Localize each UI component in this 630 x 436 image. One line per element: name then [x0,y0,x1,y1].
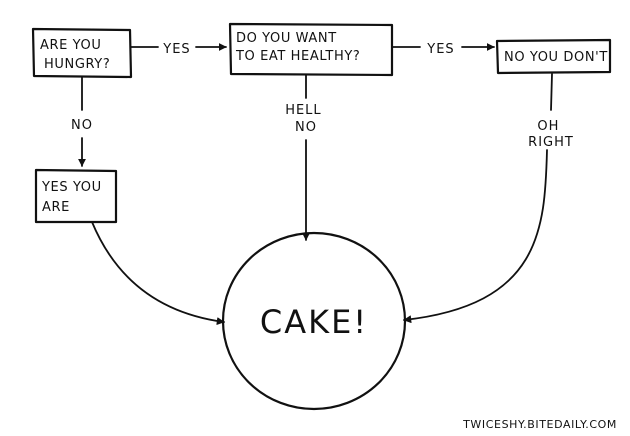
yes-you-are-text-line-2: ARE [42,200,70,215]
hell-no-label-line-1: HELL [285,103,321,118]
healthy-text-line-1: DO YOU WANT [236,31,337,46]
no-you-dont-text: NO YOU DON'T [504,50,608,65]
healthy-yes-label: YES [426,42,454,57]
hungry-yes-label: YES [162,42,190,57]
healthy-text-line-2: TO EAT HEALTHY? [235,49,360,64]
credit-text: TWICESHY.BITEDAILY.COM [462,418,617,431]
yes-you-are-text: YES YOU ARE [41,180,106,215]
healthy-yes-label-line-1: YES [426,42,454,57]
no-you-dont-text-line-1: NO YOU DON'T [504,50,608,65]
yes-you-are-text-line-1: YES YOU [41,180,102,195]
hungry-no-label: NO [71,118,93,133]
hungry-box [31,27,133,79]
yes-you-are-to-cake-arrow [91,221,225,325]
hungry-yes-label-line-1: YES [162,42,190,57]
oh-right-label-line-1: OH [537,119,559,134]
no-you-dont-box [495,38,612,75]
healthy-box [228,22,394,77]
healthy-text: DO YOU WANT TO EAT HEALTHY? [235,31,360,64]
oh-right-label-line-2: RIGHT [528,135,574,150]
hungry-text: ARE YOU HUNGRY? [40,38,110,72]
cake-text-line-1: CAKE! [260,303,368,341]
hungry-no-label-line-1: NO [71,118,93,133]
hungry-text-line-1: ARE YOU [40,38,101,53]
oh-right-to-cake-arrow [404,73,553,320]
cake-text: CAKE! [260,303,368,341]
hungry-text-line-2: HUNGRY? [44,57,110,72]
oh-right-label: OH RIGHT [528,119,574,150]
hell-no-label: HELL NO [285,103,327,135]
hell-no-label-line-2: NO [295,120,317,135]
